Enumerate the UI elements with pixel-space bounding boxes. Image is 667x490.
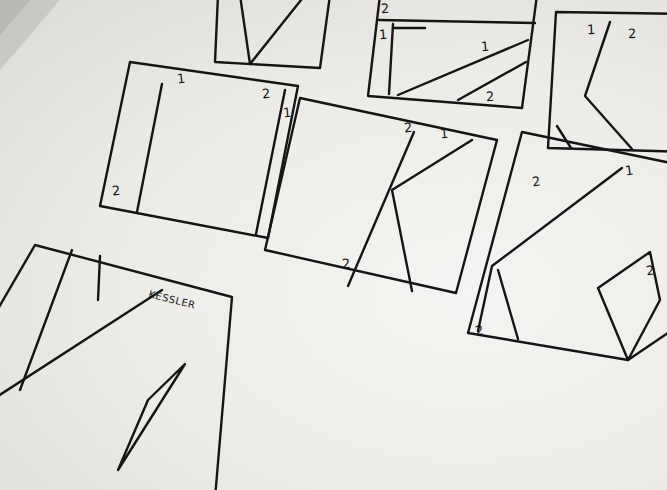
sketch-frame: 2 1 1 2 xyxy=(368,0,537,108)
sketch-frame: 2 1 2 2 xyxy=(468,132,667,360)
frame-outline xyxy=(468,132,667,360)
sketch-kite xyxy=(118,364,185,470)
sketch-line xyxy=(250,0,305,64)
sketch-line xyxy=(0,290,162,398)
sketch-frame: 1 2 1 2 xyxy=(265,98,497,293)
callout-number: 1 xyxy=(379,27,388,41)
sketch-line xyxy=(379,20,535,23)
sketch-line xyxy=(392,140,472,291)
sketch-line xyxy=(478,168,622,331)
callout-number: 1 xyxy=(481,39,490,53)
sketch-line xyxy=(98,256,100,300)
sketch-line xyxy=(256,90,285,234)
callout-number: 2 xyxy=(628,26,637,39)
sketch-frame: 12 xyxy=(548,12,667,152)
sketch-line xyxy=(498,270,518,339)
frame-outline xyxy=(548,12,667,152)
paper-edge-shadow xyxy=(0,0,60,70)
callout-number: 1 xyxy=(624,163,634,177)
callout-number: 2 xyxy=(645,263,655,277)
frame-outline xyxy=(265,98,497,293)
callout-number: 2 xyxy=(111,183,121,197)
callout-number: 2 xyxy=(261,86,271,100)
callout-number: 2 xyxy=(403,120,413,134)
sketch-line xyxy=(393,27,425,29)
frame-outline xyxy=(368,0,537,108)
sketch-frame xyxy=(215,0,330,68)
frame-outline xyxy=(548,12,667,152)
callout-number: 1 xyxy=(282,105,292,119)
frame-outline xyxy=(368,0,537,108)
sketch-frame: 122 xyxy=(100,62,298,238)
callout-number: 2 xyxy=(341,256,351,270)
sketch-line xyxy=(348,132,414,286)
callout-number: 2 xyxy=(381,1,390,15)
sketch-kite xyxy=(598,252,660,360)
callout-number: 1 xyxy=(439,126,449,140)
sketch-line xyxy=(585,22,632,149)
sketch-line xyxy=(240,0,250,64)
sketch-line xyxy=(20,250,72,390)
callout-number: 2 xyxy=(486,89,495,103)
frame-outline xyxy=(0,245,232,490)
sketch-line xyxy=(389,24,393,94)
frame-outline xyxy=(0,245,232,490)
sketch-line xyxy=(557,126,571,148)
frame-outline xyxy=(265,98,497,293)
paper-edge-shadow xyxy=(0,0,30,35)
callout-number: 2 xyxy=(474,323,484,337)
handwritten-name: KESSLER xyxy=(148,289,197,310)
sketch-line xyxy=(458,62,526,100)
sketch-line xyxy=(137,84,162,212)
frame-outline xyxy=(468,132,667,360)
sketch-line xyxy=(398,40,528,95)
sketch-frame: KESSLER xyxy=(0,245,232,490)
callout-number: 2 xyxy=(531,174,541,188)
callout-number: 1 xyxy=(587,22,596,35)
callout-number: 1 xyxy=(176,71,186,85)
frame-outline xyxy=(100,62,298,238)
